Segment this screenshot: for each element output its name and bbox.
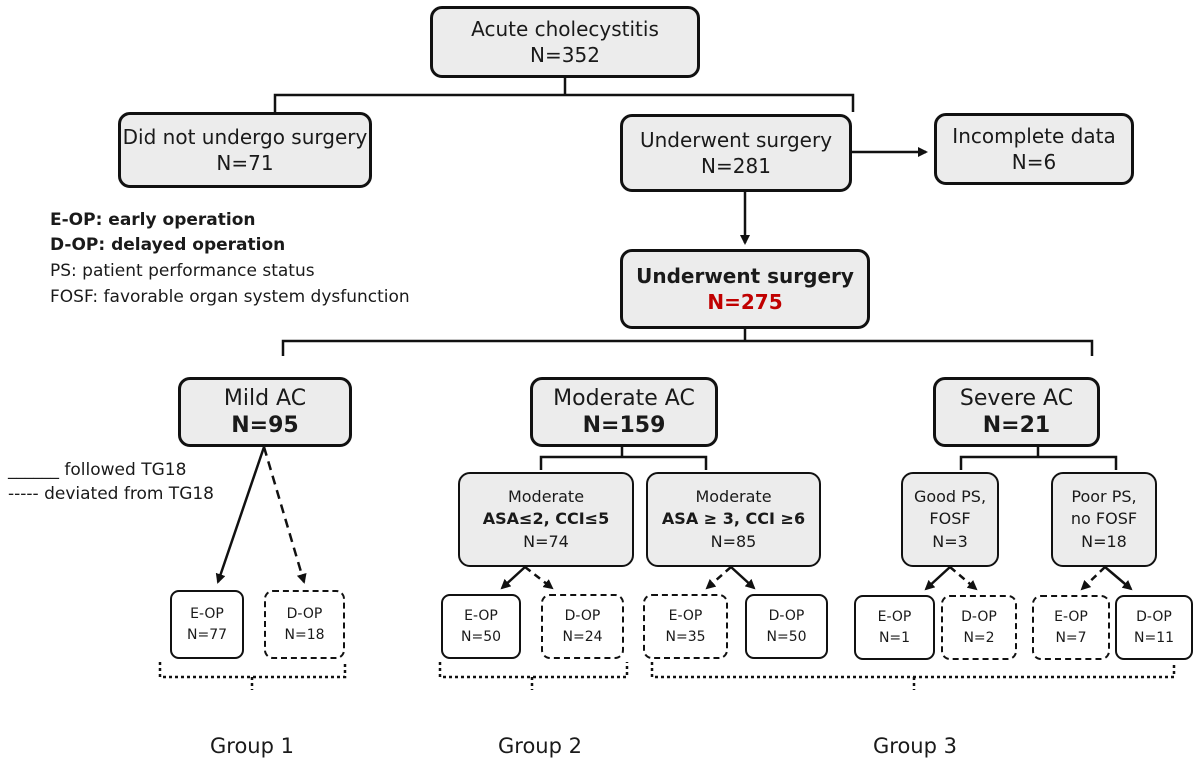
mild-title: Mild AC [223,385,307,411]
moderate-high-count: N=85 [710,531,757,551]
moderate-low-count: N=74 [523,531,569,551]
dashed-arrow [949,566,978,591]
abbr-eop: E-OP: early operation [50,210,256,230]
severe-count: N=21 [982,413,1051,438]
leaf-severe-good-eop: E-OP N=1 [854,595,935,660]
incomplete-count: N=6 [1011,150,1057,174]
severe-good-ps-box: Good PS, FOSF N=3 [901,472,999,567]
severe-poor-count: N=18 [1081,531,1127,551]
group-2-label: Group 2 [498,734,582,758]
moderate-title: Moderate AC [553,385,695,411]
solid-arrow [215,446,266,584]
severity-bracket [281,339,1094,356]
leaf-moderate-high-dop: D-OP N=50 [745,594,828,659]
severe-poor-ps-box: Poor PS, no FOSF N=18 [1051,472,1157,567]
group-3-bracket [650,662,1176,690]
leaf-label: D-OP [564,607,601,624]
severe-good-line1: Good PS, [913,486,987,506]
leaf-count: N=7 [1055,629,1087,646]
legend-followed: ______ followed TG18 [8,460,187,480]
leaf-label: D-OP [961,608,997,625]
root-title: Acute cholecystitis [471,16,659,41]
dashed-arrow [1080,566,1106,591]
leaf-count: N=11 [1133,629,1175,646]
root-box: Acute cholecystitis N=352 [430,6,700,78]
leaf-moderate-low-dop: D-OP N=24 [541,594,624,659]
leaf-label: E-OP [668,607,703,624]
mild-box: Mild AC N=95 [178,377,352,447]
leaf-count: N=35 [665,628,706,645]
leaf-label: E-OP [1054,608,1088,625]
leaf-mild-eop: E-OP N=77 [170,590,244,659]
leaf-count: N=77 [186,626,228,643]
leaf-count: N=50 [766,628,807,645]
solid-arrow [730,566,756,590]
leaf-label: D-OP [286,605,323,622]
severe-split-bracket [959,455,1118,470]
incomplete-box: Incomplete data N=6 [934,113,1134,185]
severe-poor-line2: no FOSF [1070,509,1138,529]
surgery-final-box: Underwent surgery N=275 [620,249,870,329]
solid-arrow [924,566,951,591]
leaf-severe-poor-eop: E-OP N=7 [1032,595,1110,660]
solid-arrow [500,566,526,590]
solid-arrow [1104,566,1133,591]
no-surgery-box: Did not undergo surgery N=71 [118,112,372,188]
moderate-split-bracket [539,455,708,470]
moderate-high-title: Moderate [695,486,772,506]
mild-count: N=95 [231,413,299,438]
severe-box: Severe AC N=21 [933,377,1100,447]
moderate-high-risk-box: Moderate ASA ≥ 3, CCI ≥6 N=85 [646,472,821,567]
no-surgery-count: N=71 [216,151,274,175]
leaf-moderate-low-eop: E-OP N=50 [441,594,521,659]
moderate-count: N=159 [582,413,666,438]
root-split-bracket [273,93,855,112]
leaf-count: N=18 [284,626,325,643]
moderate-low-criteria: ASA≤2, CCI≤5 [482,509,610,529]
leaf-severe-poor-dop: D-OP N=11 [1115,595,1193,660]
leaf-mild-dop: D-OP N=18 [264,590,345,659]
severe-good-line2: FOSF [929,509,971,529]
moderate-low-title: Moderate [507,486,585,506]
moderate-low-risk-box: Moderate ASA≤2, CCI≤5 N=74 [458,472,634,567]
leaf-label: E-OP [877,608,912,625]
moderate-high-criteria: ASA ≥ 3, CCI ≥6 [661,509,806,529]
surgery-final-title: Underwent surgery [636,263,854,288]
moderate-box: Moderate AC N=159 [530,377,718,447]
leaf-label: E-OP [190,605,224,622]
dashed-arrow [524,566,554,590]
leaf-label: D-OP [1136,608,1172,625]
no-surgery-title: Did not undergo surgery [122,124,368,149]
surgery-count: N=281 [701,154,771,178]
surgery-final-count: N=275 [707,290,783,314]
abbr-fosf: FOSF: favorable organ system dysfunction [50,287,410,307]
root-count: N=352 [530,43,600,67]
surgery-title: Underwent surgery [639,127,833,152]
legend-deviated: ----- deviated from TG18 [8,484,215,504]
abbr-ps: PS: patient performance status [50,261,315,281]
dashed-arrow [705,566,732,590]
surgery-box: Underwent surgery N=281 [620,114,852,192]
severe-title: Severe AC [959,385,1074,411]
dashed-arrow [262,446,307,584]
leaf-count: N=2 [963,629,995,646]
severe-poor-line1: Poor PS, [1071,486,1137,506]
group-1-label: Group 1 [210,734,294,758]
group-1-bracket [158,662,347,690]
leaf-count: N=1 [878,629,911,646]
abbr-dop: D-OP: delayed operation [50,235,286,255]
leaf-label: D-OP [768,607,805,624]
leaf-label: E-OP [464,607,498,624]
group-3-label: Group 3 [873,734,957,758]
leaf-count: N=50 [460,628,502,645]
leaf-moderate-high-eop: E-OP N=35 [643,594,728,659]
leaf-count: N=24 [562,628,603,645]
leaf-severe-good-dop: D-OP N=2 [941,595,1017,660]
severe-good-count: N=3 [932,531,968,551]
group-2-bracket [438,662,629,690]
incomplete-title: Incomplete data [952,123,1116,148]
